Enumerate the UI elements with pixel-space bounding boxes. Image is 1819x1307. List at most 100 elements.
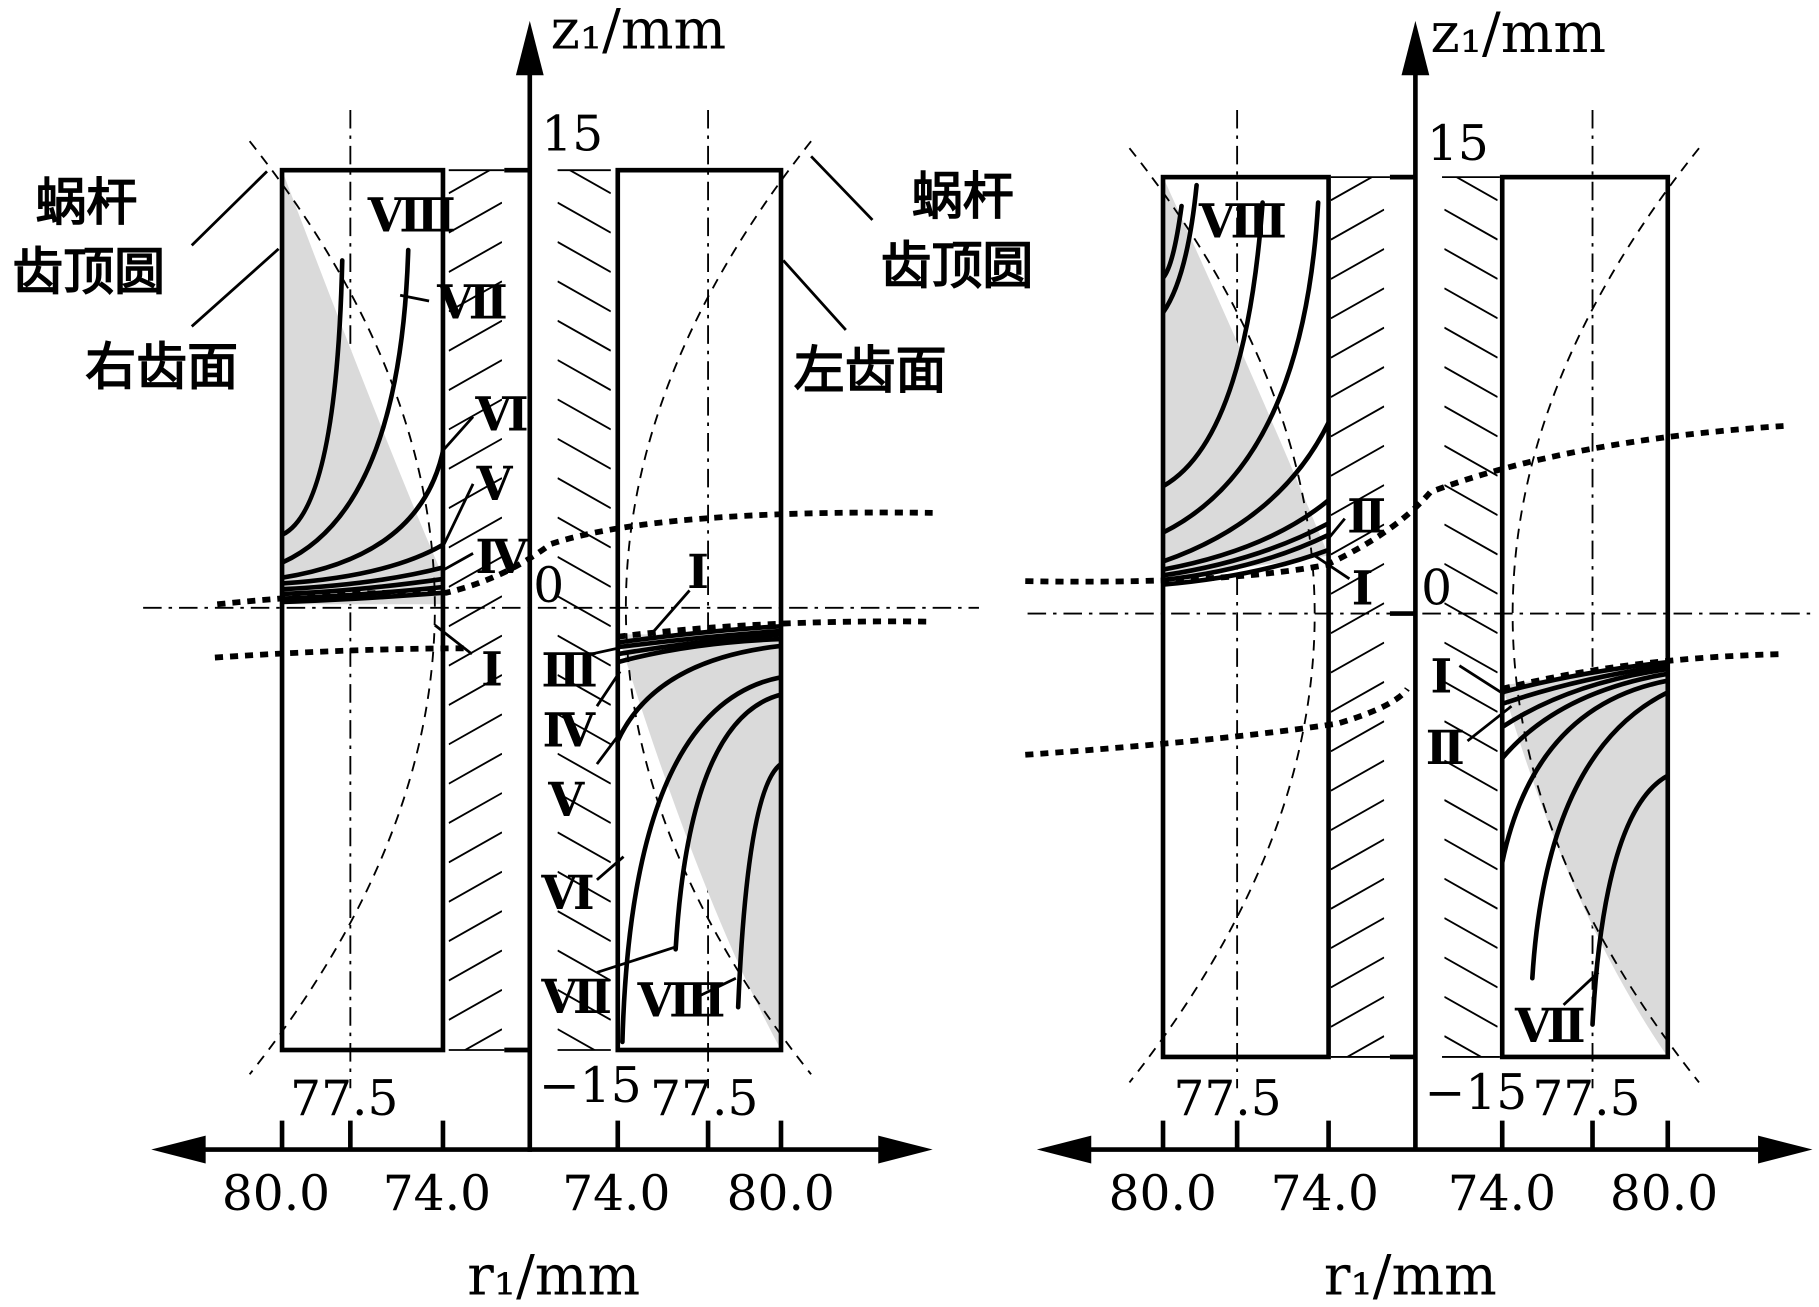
hatch-line (449, 1069, 502, 1099)
hatch-line (1330, 995, 1385, 1028)
contact-line-viii (1163, 203, 1184, 281)
hatch-line (1444, 641, 1498, 674)
hatch-line (1444, 838, 1498, 871)
dotted-boundary-lower (1025, 687, 1410, 758)
hatch-line (1444, 326, 1498, 359)
leader-line (190, 170, 268, 247)
dotted-boundary-upper (216, 509, 933, 608)
label-vi: Ⅵ (474, 388, 528, 442)
contact-line-iii (1163, 520, 1329, 578)
leader-line (590, 646, 619, 656)
hatch-line (567, 170, 611, 195)
hatch-line (1330, 405, 1385, 438)
leader-line (1313, 554, 1351, 580)
r-tick-label-outer: 80.0 (1610, 1166, 1718, 1222)
right-flank-box (1160, 174, 1331, 1060)
r-tick-label-inner: 74.0 (1271, 1166, 1379, 1222)
hatch-line (1330, 248, 1385, 280)
hatch-wall (1330, 131, 1385, 1105)
worm-tip-circle-label-line2: 齿顶圆 (12, 243, 165, 302)
hatch-line (1444, 995, 1498, 1028)
hatch-line (557, 713, 611, 746)
right-figure: z₁/mm r₁/mm 15 0 −15 77.5 77.5 80.0 74.0… (1025, 1, 1813, 1307)
hatch-line (1444, 602, 1498, 635)
hatch-line (557, 792, 611, 824)
label-viii: Ⅷ (367, 189, 456, 243)
hatch-line (1444, 287, 1498, 320)
hatch-line (1330, 602, 1385, 635)
hatch-line (1330, 208, 1385, 241)
leader-line (442, 483, 475, 545)
worm-tip-circle-arc (624, 140, 812, 1075)
label-i: Ⅰ (481, 642, 503, 696)
contact-line-i (1163, 547, 1329, 587)
hatch-line (1444, 917, 1498, 949)
z-tick-label-zero: 0 (533, 558, 564, 614)
hatch-line (448, 713, 503, 746)
mid-radius-label: 77.5 (1173, 1071, 1281, 1127)
hatch-line (1331, 1075, 1384, 1105)
z-tick-label-top: 15 (541, 106, 603, 162)
hatch-line (1330, 720, 1385, 753)
worm-tip-circle-label-line1: 蜗杆 (912, 168, 1014, 227)
contact-line-i (617, 623, 781, 645)
hatch-line (1330, 799, 1385, 831)
worm-tip-circle-label-line2: 齿顶圆 (881, 238, 1034, 297)
dotted-boundary-lower (214, 645, 470, 661)
z-axis-label: z₁/mm (1430, 1, 1606, 66)
hatch-line (448, 437, 503, 470)
contact-line-vii (673, 692, 781, 952)
hatch-line (557, 201, 611, 234)
hatch-line (448, 910, 503, 942)
label-viii: Ⅷ (1198, 194, 1287, 248)
hatch-line (557, 556, 611, 588)
hatch-line (557, 319, 611, 352)
contact-line-viii (735, 761, 781, 1010)
left-flank-box (615, 167, 784, 1053)
hatch-line (557, 870, 611, 903)
contact-line-v (282, 542, 443, 586)
label-v: Ⅴ (476, 457, 514, 511)
leader-line (190, 247, 280, 328)
hatch-line (1330, 444, 1385, 477)
contact-line-ii (617, 628, 781, 650)
contact-line-v (1163, 420, 1329, 564)
hatch-line (1330, 877, 1385, 910)
hatch-line (463, 1028, 503, 1050)
label-iv: Ⅳ (475, 530, 529, 584)
hatch-line (1444, 405, 1498, 438)
hatch-line (448, 831, 503, 864)
label-i: Ⅰ (687, 545, 709, 599)
leader-line (443, 415, 475, 451)
hatch-line (448, 201, 503, 234)
hatch-wall (448, 170, 503, 1099)
hatch-line (448, 170, 492, 195)
z-axis-arrow (515, 20, 544, 76)
contact-region-right-flank (282, 170, 443, 605)
contact-line-i (282, 590, 443, 605)
hatch-line (1331, 131, 1384, 161)
label-ii: Ⅱ (1426, 721, 1465, 775)
label-iii: Ⅲ (541, 643, 597, 697)
hatch-line (557, 949, 611, 982)
contact-line-viii (1163, 182, 1199, 315)
hatch-line (448, 674, 503, 706)
dotted-boundary-mid (1501, 651, 1784, 692)
hatch-line (1330, 287, 1385, 320)
label-ii: Ⅱ (1347, 490, 1386, 544)
contact-line-iii (617, 632, 781, 657)
contact-region-left-flank (1502, 662, 1668, 1057)
label-vii: Ⅶ (540, 970, 612, 1024)
hatch-line (448, 752, 503, 785)
hatch-line (448, 792, 503, 824)
contact-line-vi (620, 674, 781, 1045)
hatch-line (557, 634, 611, 667)
leader-line (595, 670, 622, 707)
r-tick-label-inner: 74.0 (383, 1166, 491, 1222)
hatch-line (1444, 208, 1498, 241)
left-figure: z₁/mm r₁/mm 15 0 −15 77.5 77.5 80.0 74.0… (12, 0, 1033, 1307)
z-axis-label: z₁/mm (551, 0, 727, 63)
r-axis-label: r₁/mm (1324, 1243, 1497, 1307)
hatch-line (448, 319, 503, 352)
